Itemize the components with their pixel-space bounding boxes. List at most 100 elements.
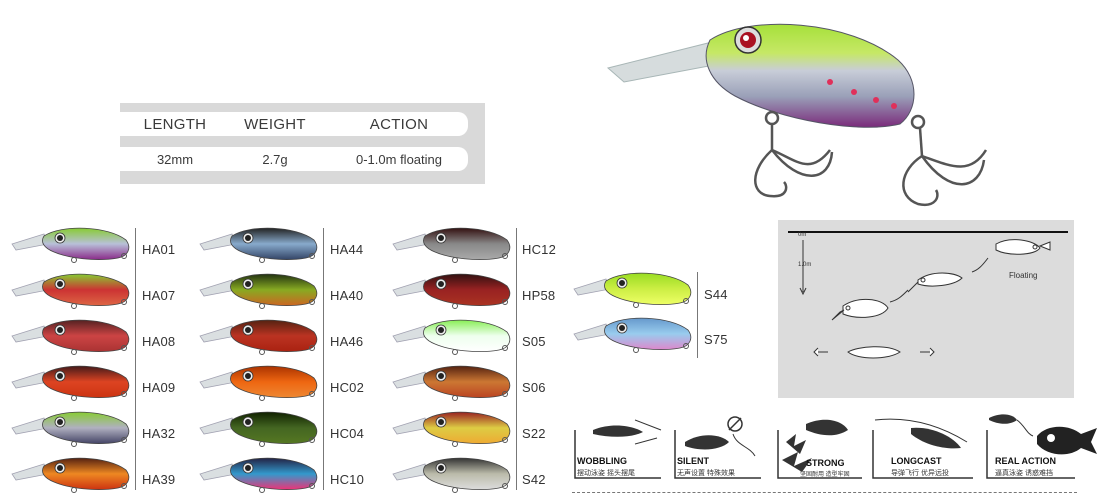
spec-header-action: ACTION	[369, 115, 429, 133]
depth-bottom-label: 1.0m	[798, 262, 812, 268]
feature-longcast: LONGCAST 导弹飞行 优异远投	[871, 412, 977, 480]
feature-strong: STRONG 坚固耐用 造型牢固	[776, 412, 866, 480]
lure-swatch-image	[199, 457, 318, 493]
wobbling-icon	[574, 419, 662, 479]
lure-swatch-s06	[391, 360, 531, 402]
column-divider	[516, 228, 517, 490]
lure-code-label: HA32	[142, 426, 176, 441]
feature-label: LONGCAST	[891, 456, 942, 466]
lure-swatch-s42	[391, 452, 531, 494]
lure-swatch-image	[392, 227, 511, 263]
feature-label: SILENT	[677, 456, 710, 466]
lure-code-label: HC02	[330, 380, 365, 395]
lure-swatch-s22	[391, 406, 531, 448]
lure-code-label: HA46	[330, 334, 364, 349]
lure-swatch-hp58	[391, 268, 531, 310]
feature-real-action: REAL ACTION 逼真泳姿 诱惑难挡	[985, 412, 1101, 480]
lure-swatch-s44	[572, 267, 712, 309]
spec-value-weight: 2.7g	[262, 151, 288, 167]
feature-sub: 逼真泳姿 诱惑难挡	[995, 470, 1053, 477]
lure-swatch-ha32	[10, 406, 150, 448]
lure-code-label: HP58	[522, 288, 556, 303]
lure-code-label: S75	[704, 332, 728, 347]
lure-swatch-ha09	[10, 360, 150, 402]
lure-swatch-image	[11, 227, 130, 263]
feature-label: WOBBLING	[577, 456, 627, 466]
spec-header-length: LENGTH	[143, 115, 207, 133]
lure-code-label: S22	[522, 426, 546, 441]
lure-code-label: HC04	[330, 426, 365, 441]
lure-swatch-hc12	[391, 222, 531, 264]
lure-code-label: S42	[522, 472, 546, 487]
column-divider	[697, 272, 698, 358]
lure-swatch-image	[392, 457, 511, 493]
lure-swatch-image	[573, 317, 692, 353]
real-action-icon	[986, 414, 1097, 479]
lure-swatch-ha01	[10, 222, 150, 264]
column-divider	[135, 228, 136, 490]
lure-swatch-ha44	[198, 222, 338, 264]
lure-swatch-hc04	[198, 406, 338, 448]
lure-swatch-image	[573, 272, 692, 308]
longcast-icon	[872, 418, 973, 479]
lure-code-label: HC12	[522, 242, 557, 257]
action-diagram: 0m 1.0m Floating	[778, 220, 1074, 398]
spec-header-weight: WEIGHT	[244, 115, 306, 133]
lure-swatch-s05	[391, 314, 531, 356]
lure-code-label: HA09	[142, 380, 176, 395]
lure-swatch-image	[199, 365, 318, 401]
hero-lure-image	[606, 23, 988, 207]
lure-code-label: S05	[522, 334, 546, 349]
spec-table: LENGTH WEIGHT ACTION 32mm 2.7g 0-1.0m fl…	[120, 103, 485, 184]
diagram-drawing	[788, 231, 1068, 359]
lure-code-label: HA07	[142, 288, 176, 303]
lure-code-label: S44	[704, 287, 728, 302]
feature-sub: 导弹飞行 优异远投	[891, 470, 949, 477]
feature-sub: 摆动泳姿 摇头摆尾	[577, 470, 635, 477]
feature-label: STRONG	[806, 458, 845, 468]
lure-code-label: HA39	[142, 472, 176, 487]
floating-label: Floating	[1009, 271, 1038, 280]
feature-wobbling: WOBBLING 摆动泳姿 摇头摆尾	[573, 412, 665, 480]
spec-value-action: 0-1.0m floating	[356, 151, 442, 167]
lure-swatch-hc02	[198, 360, 338, 402]
lure-swatch-ha46	[198, 314, 338, 356]
column-divider	[323, 228, 324, 490]
lure-code-label: S06	[522, 380, 546, 395]
spec-value-row: 32mm 2.7g 0-1.0m floating	[120, 147, 468, 171]
lure-swatch-image	[199, 411, 318, 447]
lure-swatch-image	[392, 411, 511, 447]
lure-swatch-image	[392, 365, 511, 401]
lure-swatch-image	[392, 319, 511, 355]
lure-swatch-image	[199, 227, 318, 263]
lure-swatch-image	[199, 319, 318, 355]
lure-swatch-image	[392, 273, 511, 309]
lure-swatch-ha07	[10, 268, 150, 310]
silent-icon	[674, 416, 761, 479]
lure-swatch-ha40	[198, 268, 338, 310]
feature-label: REAL ACTION	[995, 456, 1057, 466]
lure-swatch-ha39	[10, 452, 150, 494]
lure-swatch-image	[11, 273, 130, 309]
lure-swatch-image	[11, 365, 130, 401]
spec-value-length: 32mm	[156, 151, 194, 167]
lure-swatch-hc10	[198, 452, 338, 494]
lure-swatch-ha08	[10, 314, 150, 356]
lure-swatch-image	[199, 273, 318, 309]
lure-swatch-image	[11, 319, 130, 355]
dashed-divider	[572, 492, 1077, 493]
lure-swatch-image	[11, 457, 130, 493]
lure-swatch-s75	[572, 312, 712, 354]
depth-top-label: 0m	[798, 232, 807, 238]
strong-icon	[777, 419, 862, 479]
spec-header-row: LENGTH WEIGHT ACTION	[120, 112, 468, 136]
lure-code-label: HC10	[330, 472, 365, 487]
feature-silent: SILENT 无声设置 特殊效果	[673, 412, 765, 480]
lure-code-label: HA40	[330, 288, 364, 303]
feature-sub: 无声设置 特殊效果	[677, 470, 735, 477]
lure-code-label: HA01	[142, 242, 176, 257]
lure-code-label: HA44	[330, 242, 364, 257]
lure-swatch-image	[11, 411, 130, 447]
lure-code-label: HA08	[142, 334, 176, 349]
feature-sub: 坚固耐用 造型牢固	[800, 472, 850, 478]
